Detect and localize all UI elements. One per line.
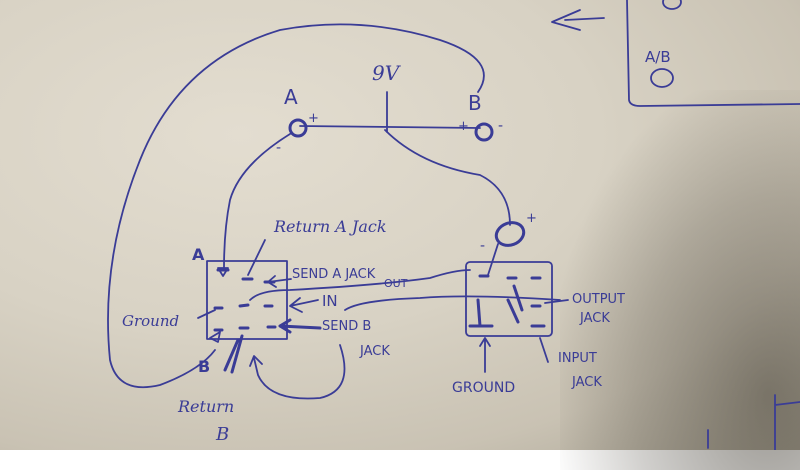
input-jack-label-2: JACK: [571, 375, 602, 390]
return-b-arrows: [223, 334, 244, 374]
pot-a-label: A: [284, 85, 298, 109]
ground-arrow: [197, 309, 216, 319]
wiring-diagram: A/B 9V A + - B + - + - A B Return A Jack: [107, 0, 800, 450]
send-b-label-2: JACK: [359, 344, 390, 359]
pot-b-minus: -: [498, 118, 503, 134]
battery-wire: [299, 91, 481, 133]
pot-a-minus: -: [276, 140, 281, 156]
return-a-label: Return A Jack: [273, 217, 387, 236]
pot-b-terminal: [474, 122, 494, 142]
led-to-switch-wire: [487, 243, 499, 276]
send-b-arrow: [278, 318, 322, 334]
switch-corner-a: A: [192, 245, 205, 264]
input-arrow: [539, 337, 549, 363]
pot-b-label: B: [468, 91, 482, 115]
led-plus: +: [526, 211, 537, 226]
output-jack-label-2: JACK: [579, 311, 610, 326]
partial-sketch: [707, 394, 800, 450]
footswitch-box: [465, 261, 553, 337]
out-wire: [249, 269, 471, 301]
footswitch-ground-label: GROUND: [452, 380, 515, 396]
switch-corner-b: B: [198, 357, 210, 376]
pot-a-plus: +: [308, 111, 319, 126]
return-b-label-2: B: [215, 424, 229, 445]
send-a-arrow: [267, 275, 292, 288]
footswitch-ground-arrow: [479, 337, 491, 373]
switch-a-terminal-triangle: [217, 267, 229, 277]
ab-label: A/B: [645, 48, 671, 66]
loop-wire: [107, 23, 485, 389]
enclosure-outline: [626, 0, 800, 107]
pot-b-plus: +: [458, 119, 469, 134]
send-b-label-1: SEND B: [322, 319, 371, 334]
enclosure-top-knob: [662, 0, 682, 10]
footswitch-lugs: [468, 274, 546, 328]
in-arrow: [289, 297, 319, 313]
led: [494, 221, 526, 247]
switch-b-terminal-triangle: [209, 331, 221, 343]
pot-a-terminal: [288, 118, 308, 138]
ab-footswitch: [650, 68, 674, 88]
output-arrow: [544, 299, 569, 304]
arrow-left-icon: [551, 9, 605, 31]
shadow: [560, 90, 800, 470]
ab-switch-box: [206, 260, 288, 340]
switch-lugs: [213, 268, 277, 332]
out-label: OUT: [384, 277, 408, 290]
send-b-loop-wire: [249, 344, 346, 400]
in-label: IN: [322, 292, 338, 310]
send-a-label: SEND A JACK: [292, 267, 376, 282]
ground-label: Ground: [122, 312, 179, 330]
battery-label: 9V: [372, 61, 402, 85]
return-a-arrow: [247, 239, 266, 276]
in-wire: [344, 295, 561, 311]
return-b-label-1: Return: [177, 397, 234, 416]
input-jack-label-1: INPUT: [558, 351, 597, 366]
led-minus: -: [480, 238, 485, 254]
pot-a-to-switch-wire: [223, 133, 291, 269]
battery-to-led-wire: [384, 129, 511, 226]
output-jack-label-1: OUTPUT: [572, 292, 625, 307]
